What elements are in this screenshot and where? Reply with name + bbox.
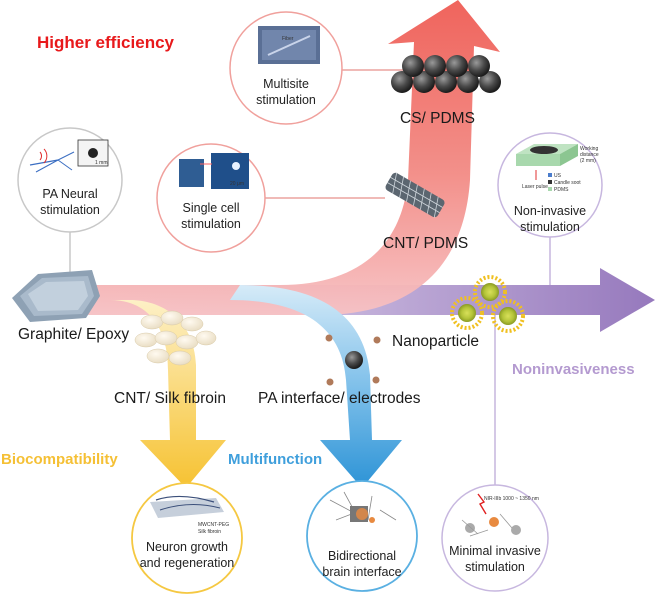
multisite-line2: stimulation bbox=[256, 93, 316, 107]
circle-neuron-growth: MWCNT-PEG Silk fibroin Neuron growth and… bbox=[131, 482, 243, 594]
multifunction-arrow bbox=[230, 285, 402, 488]
cnt-tube-image bbox=[385, 172, 445, 218]
pa-neural-line2: stimulation bbox=[40, 203, 100, 217]
pa-neural-image: 1 mm bbox=[29, 139, 109, 173]
inset-candle-soot: Candle soot bbox=[554, 180, 581, 186]
neuron-growth-image: MWCNT-PEG Silk fibroin bbox=[150, 495, 229, 535]
label-cnt-silk-fibroin: CNT/ Silk fibroin bbox=[114, 390, 226, 407]
label-pa-interface: PA interface/ electrodes bbox=[258, 390, 421, 407]
inset-1mm: 1 mm bbox=[95, 160, 108, 166]
single-cell-line2: stimulation bbox=[181, 217, 241, 231]
graphite-flake-image bbox=[12, 270, 100, 322]
inset-nir: NIR-IIIb 1000 ~ 1350 nm bbox=[484, 496, 539, 502]
label-nanoparticle: Nanoparticle bbox=[392, 333, 479, 350]
inset-20um: 20 μm bbox=[230, 181, 244, 187]
bidirectional-line1: Bidirectional bbox=[328, 549, 396, 563]
title-biocompatibility: Biocompatibility bbox=[1, 451, 118, 468]
label-cnt-pdms: CNT/ PDMS bbox=[383, 235, 468, 252]
inset-fiber: Fiber bbox=[282, 36, 294, 42]
neuron-growth-line1: Neuron growth bbox=[146, 540, 228, 554]
circle-minimal-invasive: NIR-IIIb 1000 ~ 1350 nm Minimal invasive… bbox=[441, 484, 549, 592]
neuron-growth-line2: and regeneration bbox=[140, 556, 235, 570]
inset-silk-fibroin: Silk fibroin bbox=[198, 529, 221, 535]
cs-spheres-image bbox=[391, 55, 501, 93]
higher-efficiency-arrow bbox=[40, 0, 500, 315]
nanoparticles-image bbox=[450, 275, 525, 333]
multisite-image: Fiber bbox=[258, 26, 320, 64]
multisite-line1: Multisite bbox=[263, 77, 309, 91]
circle-multisite-stimulation: Fiber Multisite stimulation bbox=[229, 11, 343, 125]
title-multifunction: Multifunction bbox=[228, 451, 322, 468]
non-invasive-line1: Non-invasive bbox=[514, 204, 586, 218]
pa-neural-line1: PA Neural bbox=[42, 187, 97, 201]
minimal-invasive-line2: stimulation bbox=[465, 560, 525, 574]
inset-us: US bbox=[554, 173, 562, 179]
circle-pa-neural-stimulation: 1 mm PA Neural stimulation bbox=[17, 127, 123, 233]
silk-cocoons-image bbox=[134, 310, 217, 366]
title-higher-efficiency: Higher efficiency bbox=[37, 33, 175, 52]
minimal-invasive-image: NIR-IIIb 1000 ~ 1350 nm bbox=[461, 493, 539, 537]
non-invasive-line2: stimulation bbox=[520, 220, 580, 234]
inset-distance: distance bbox=[580, 152, 599, 158]
inset-pdms: PDMS bbox=[554, 187, 569, 193]
single-cell-image: 20 μm bbox=[179, 153, 249, 189]
inset-laser-pulse: Laser pulse bbox=[522, 184, 548, 190]
title-noninvasiveness: Noninvasiveness bbox=[512, 361, 635, 378]
circle-non-invasive-stimulation: Laser pulse Working distance (2 mm) US C… bbox=[497, 132, 603, 238]
circle-bidirectional: Bidirectional brain interface bbox=[306, 480, 418, 592]
biocompatibility-arrow bbox=[110, 300, 226, 488]
pa-interface-image bbox=[325, 334, 381, 386]
bidirectional-line2: brain interface bbox=[322, 565, 401, 579]
minimal-invasive-line1: Minimal invasive bbox=[449, 544, 541, 558]
label-graphite-epoxy: Graphite/ Epoxy bbox=[18, 326, 129, 343]
inset-2mm: (2 mm) bbox=[580, 158, 596, 164]
circle-single-cell-stimulation: 20 μm Single cell stimulation bbox=[156, 143, 266, 253]
inset-mwcnt-peg: MWCNT-PEG bbox=[198, 522, 229, 528]
non-invasive-image: Laser pulse Working distance (2 mm) US C… bbox=[516, 144, 599, 193]
label-cs-pdms: CS/ PDMS bbox=[400, 110, 475, 127]
single-cell-line1: Single cell bbox=[183, 201, 240, 215]
inset-working: Working bbox=[580, 146, 598, 152]
bidirectional-image bbox=[329, 491, 397, 523]
